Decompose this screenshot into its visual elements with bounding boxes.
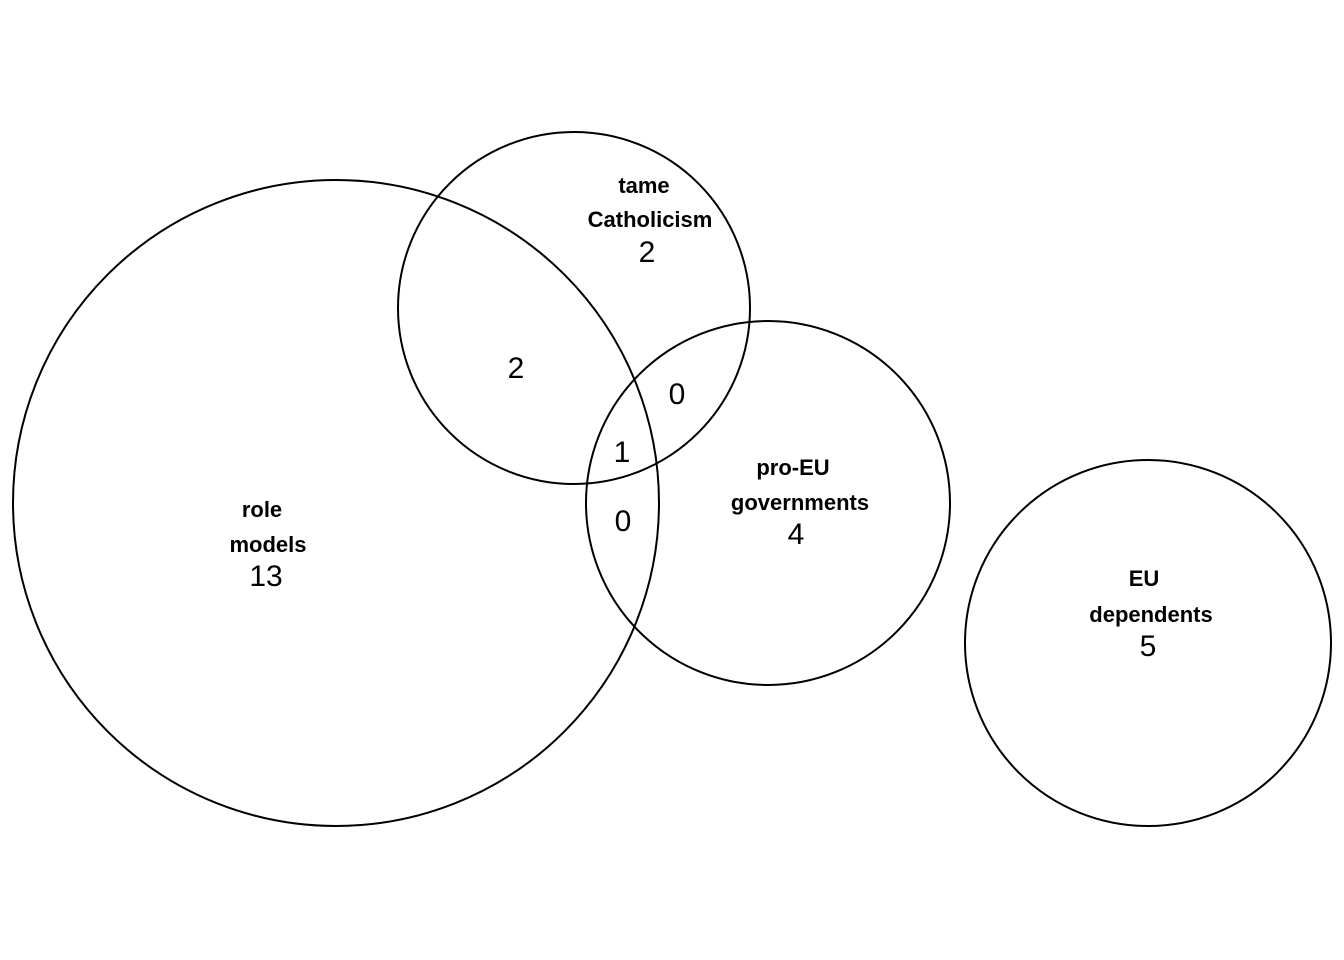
label-pro-eu-governments-line-1: pro-EU	[756, 455, 829, 480]
label-eu-dependents-line-1: EU	[1129, 566, 1160, 591]
circle-role-models	[12, 179, 660, 827]
label-tame-catholicism-line-2: Catholicism	[588, 207, 713, 232]
label-eu-dependents-line-2: dependents	[1089, 602, 1212, 627]
count-tame-catholicism: 2	[639, 236, 656, 269]
count-eu-dependents: 5	[1140, 630, 1157, 663]
circle-pro-eu-governments	[585, 320, 951, 686]
label-role-models-line-1: role	[242, 497, 282, 522]
circle-eu-dependents	[964, 459, 1332, 827]
label-pro-eu-governments-line-2: governments	[731, 490, 869, 515]
count-role-models: 13	[249, 560, 282, 593]
label-tame-catholicism-line-1: tame	[618, 173, 669, 198]
count-tame-catholicism-pro-eu-governments: 0	[669, 378, 686, 411]
count-pro-eu-governments: 4	[788, 518, 805, 551]
count-role-models-pro-eu-governments: 0	[615, 505, 632, 538]
count-all-three: 1	[614, 436, 631, 469]
count-role-models-tame-catholicism: 2	[508, 352, 525, 385]
label-role-models-line-2: models	[229, 532, 306, 557]
circle-tame-catholicism	[397, 131, 751, 485]
